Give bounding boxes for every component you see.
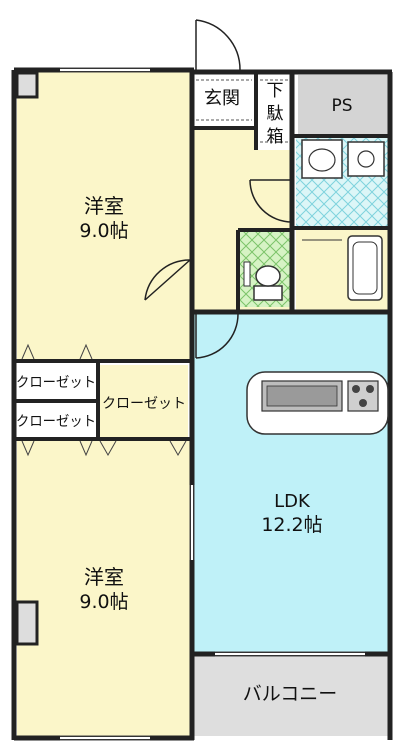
ldk-fill xyxy=(192,312,388,655)
entrance-door xyxy=(195,19,241,71)
column-bottom-left xyxy=(15,600,39,646)
washbasin-bowl xyxy=(308,148,336,172)
western-top-door xyxy=(144,259,191,301)
washing-machine-drum xyxy=(357,150,375,168)
ps-label: PS xyxy=(331,96,352,116)
western-room-top-size: 9.0帖 xyxy=(79,220,128,242)
washing-machine xyxy=(347,141,385,177)
genkan-fill xyxy=(192,75,256,128)
western-room-bottom-fill xyxy=(17,438,191,736)
genkan-label: 玄関 xyxy=(204,88,240,109)
window-marks xyxy=(60,69,365,739)
getabako-fill xyxy=(258,75,293,150)
western-room-bottom-name: 洋室 xyxy=(84,565,124,589)
bathtub-inner xyxy=(352,241,378,295)
getabako-label-1: 下 xyxy=(267,81,284,101)
closet-mid-fill xyxy=(100,365,188,437)
ldk-size: 12.2帖 xyxy=(261,514,322,536)
toilet-tank xyxy=(253,285,283,301)
closet-bottom-label: クローゼット xyxy=(16,414,96,430)
toilet-bowl xyxy=(255,265,281,287)
closet-top-label: クローゼット xyxy=(16,375,96,391)
kitchen-sink-basin xyxy=(266,385,338,407)
balcony-fill xyxy=(192,655,388,736)
hall-door xyxy=(249,179,293,223)
closet-folding-doors xyxy=(21,343,187,457)
bathtub xyxy=(347,235,383,301)
western-room-top-name: 洋室 xyxy=(84,194,124,218)
closet-top-fill xyxy=(17,362,97,400)
ldk-door xyxy=(195,312,239,359)
column-top-left xyxy=(15,71,39,99)
closet-bottom-fill xyxy=(17,402,97,438)
interior-walls xyxy=(14,72,390,441)
western-room-top-fill xyxy=(17,72,191,360)
western-room-bottom-size: 9.0帖 xyxy=(79,591,128,613)
genkan-steps xyxy=(196,79,290,143)
getabako-label-2: 駄 xyxy=(267,104,284,124)
closet-mid-label: クローゼット xyxy=(102,396,186,412)
window-lines xyxy=(60,67,365,741)
ldk-name: LDK xyxy=(274,491,311,512)
balcony-label: バルコニー xyxy=(243,683,338,705)
ps-fill xyxy=(298,75,388,135)
getabako-label-3: 箱 xyxy=(267,127,284,147)
stove-burners xyxy=(352,385,374,407)
toilet-sink xyxy=(243,261,251,287)
